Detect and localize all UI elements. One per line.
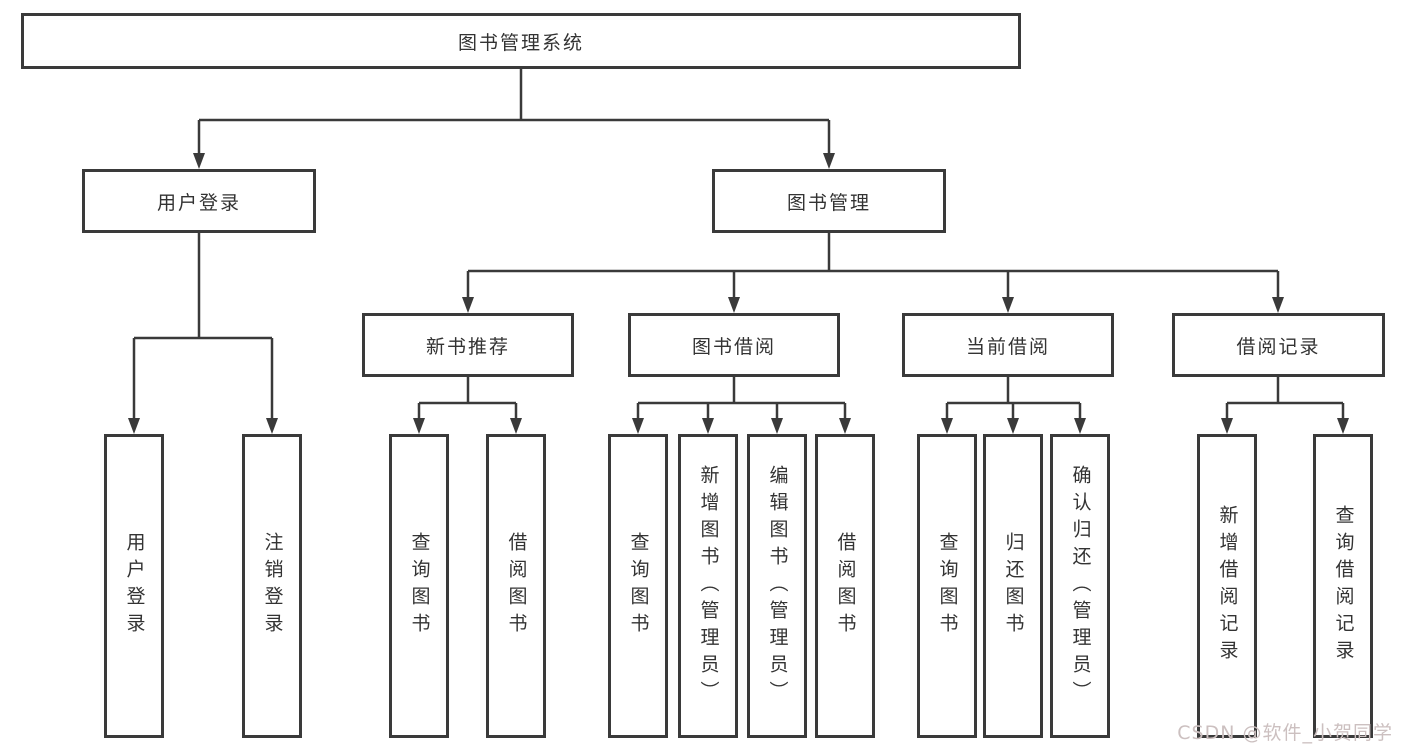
leaf-add-book-admin-label: 新增图书（管理员） — [697, 464, 720, 708]
leaf-add-borrow-record-label: 新增借阅记录 — [1216, 505, 1239, 667]
node-new-book-recommend: 新书推荐 — [362, 313, 574, 377]
leaf-edit-book-admin: 编辑图书（管理员） — [747, 434, 807, 738]
leaf-borrow-books-label: 借阅图书 — [834, 532, 857, 640]
leaf-borrow-books-recommend-label: 借阅图书 — [505, 532, 528, 640]
leaf-query-books-current: 查询图书 — [917, 434, 977, 738]
node-book-borrow: 图书借阅 — [628, 313, 840, 377]
leaf-borrow-books: 借阅图书 — [815, 434, 875, 738]
leaf-query-borrow-record: 查询借阅记录 — [1313, 434, 1373, 738]
node-borrow-records: 借阅记录 — [1172, 313, 1385, 377]
leaf-query-books-borrow: 查询图书 — [608, 434, 668, 738]
leaf-logout: 注销登录 — [242, 434, 302, 738]
watermark: CSDN @软件_小贺同学 — [1177, 722, 1393, 744]
leaf-query-borrow-record-label: 查询借阅记录 — [1332, 505, 1355, 667]
leaf-query-books-current-label: 查询图书 — [936, 532, 959, 640]
leaf-borrow-books-recommend: 借阅图书 — [486, 434, 546, 738]
leaf-edit-book-admin-label: 编辑图书（管理员） — [766, 464, 789, 708]
node-book-management: 图书管理 — [712, 169, 946, 233]
leaf-add-book-admin: 新增图书（管理员） — [678, 434, 738, 738]
leaf-confirm-return-admin-label: 确认归还（管理员） — [1069, 464, 1092, 708]
leaf-user-login-label: 用户登录 — [123, 532, 146, 640]
leaf-add-borrow-record: 新增借阅记录 — [1197, 434, 1257, 738]
leaf-query-books-recommend-label: 查询图书 — [408, 532, 431, 640]
leaf-logout-label: 注销登录 — [261, 532, 284, 640]
node-current-borrow: 当前借阅 — [902, 313, 1114, 377]
arrowheads — [128, 153, 1349, 434]
leaf-confirm-return-admin: 确认归还（管理员） — [1050, 434, 1110, 738]
leaf-user-login: 用户登录 — [104, 434, 164, 738]
node-library-management-system: 图书管理系统 — [21, 13, 1021, 69]
leaf-return-book: 归还图书 — [983, 434, 1043, 738]
leaf-query-books-borrow-label: 查询图书 — [627, 532, 650, 640]
leaf-query-books-recommend: 查询图书 — [389, 434, 449, 738]
node-user-login: 用户登录 — [82, 169, 316, 233]
leaf-return-book-label: 归还图书 — [1002, 532, 1025, 640]
